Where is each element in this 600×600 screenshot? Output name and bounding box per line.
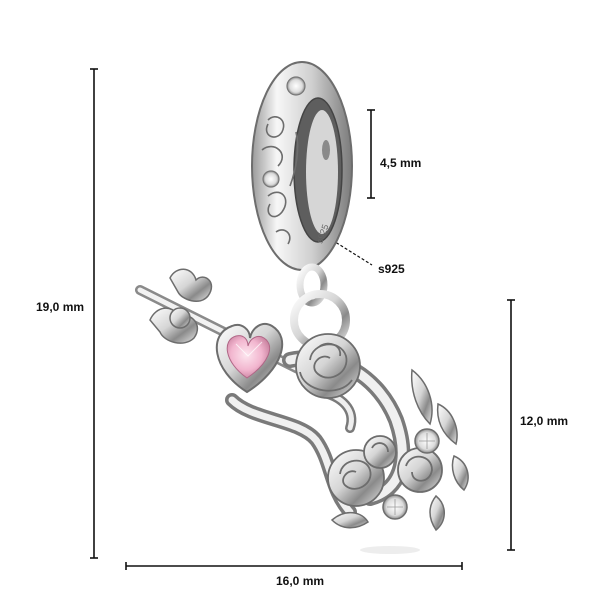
stamp-label: s925 xyxy=(378,262,405,276)
stamp-leader-line xyxy=(331,239,373,266)
arrow-fletching xyxy=(149,268,213,344)
rose-top xyxy=(295,333,361,399)
rose-bottom xyxy=(327,435,443,507)
heart-stone xyxy=(215,322,284,394)
leaves xyxy=(330,368,469,532)
bail-ring xyxy=(251,61,353,271)
ring-gem-side xyxy=(262,170,280,188)
height-total-label: 19,0 mm xyxy=(36,300,85,314)
ring-gem-top xyxy=(286,76,306,96)
pendant-height-label: 12,0 mm xyxy=(520,414,569,428)
width-label: 16,0 mm xyxy=(276,574,325,588)
bail-height-label: 4,5 mm xyxy=(380,156,422,170)
